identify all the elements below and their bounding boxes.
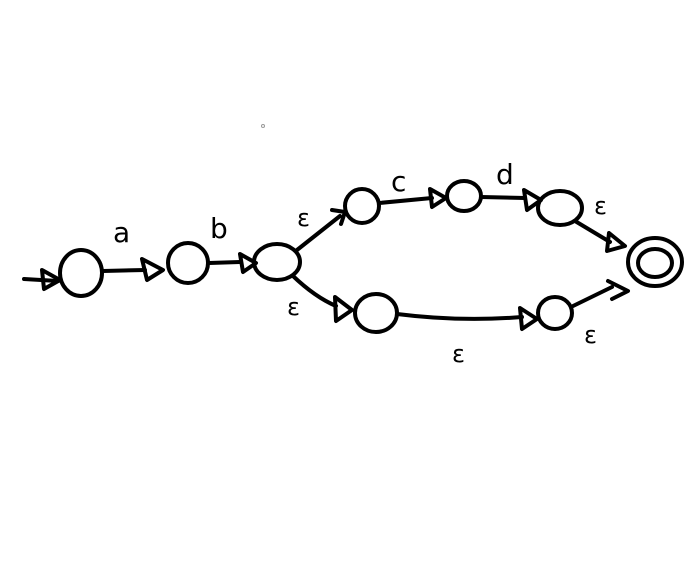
transition-s1-s2 xyxy=(207,252,258,274)
transition-s4-s5 xyxy=(479,188,543,212)
transition-s5-s8 xyxy=(573,219,627,253)
transition-s3-s4 xyxy=(377,187,448,209)
state-s4 xyxy=(445,179,483,213)
stray-dot xyxy=(261,124,265,128)
transition-s6-s7 xyxy=(395,306,539,331)
transition-label-b: b xyxy=(210,212,228,245)
transition-label-epsilon-s7-s8: ε xyxy=(584,321,597,349)
transition-label-epsilon-s2-s6: ε xyxy=(287,293,300,321)
transition-label-d: d xyxy=(496,158,514,191)
transition-label-a: a xyxy=(113,216,130,249)
state-s1 xyxy=(166,241,210,285)
state-s8 xyxy=(626,236,684,288)
state-s3 xyxy=(343,187,381,225)
transition-s2-s6 xyxy=(291,274,354,323)
transition-s0-s1 xyxy=(101,257,165,282)
transition-label-c: c xyxy=(391,165,406,198)
transition-label-epsilon-s5-s8: ε xyxy=(594,192,607,220)
state-s6 xyxy=(353,292,399,334)
state-s0 xyxy=(58,248,104,298)
transition-s2-s3 xyxy=(295,208,347,252)
state-s5 xyxy=(536,189,584,227)
start-arrow xyxy=(22,268,62,291)
transition-label-epsilon-s6-s7: ε xyxy=(452,340,465,368)
transition-s7-s8 xyxy=(569,279,630,309)
state-s7 xyxy=(536,295,574,331)
transition-label-epsilon-s2-s3: ε xyxy=(297,204,310,232)
